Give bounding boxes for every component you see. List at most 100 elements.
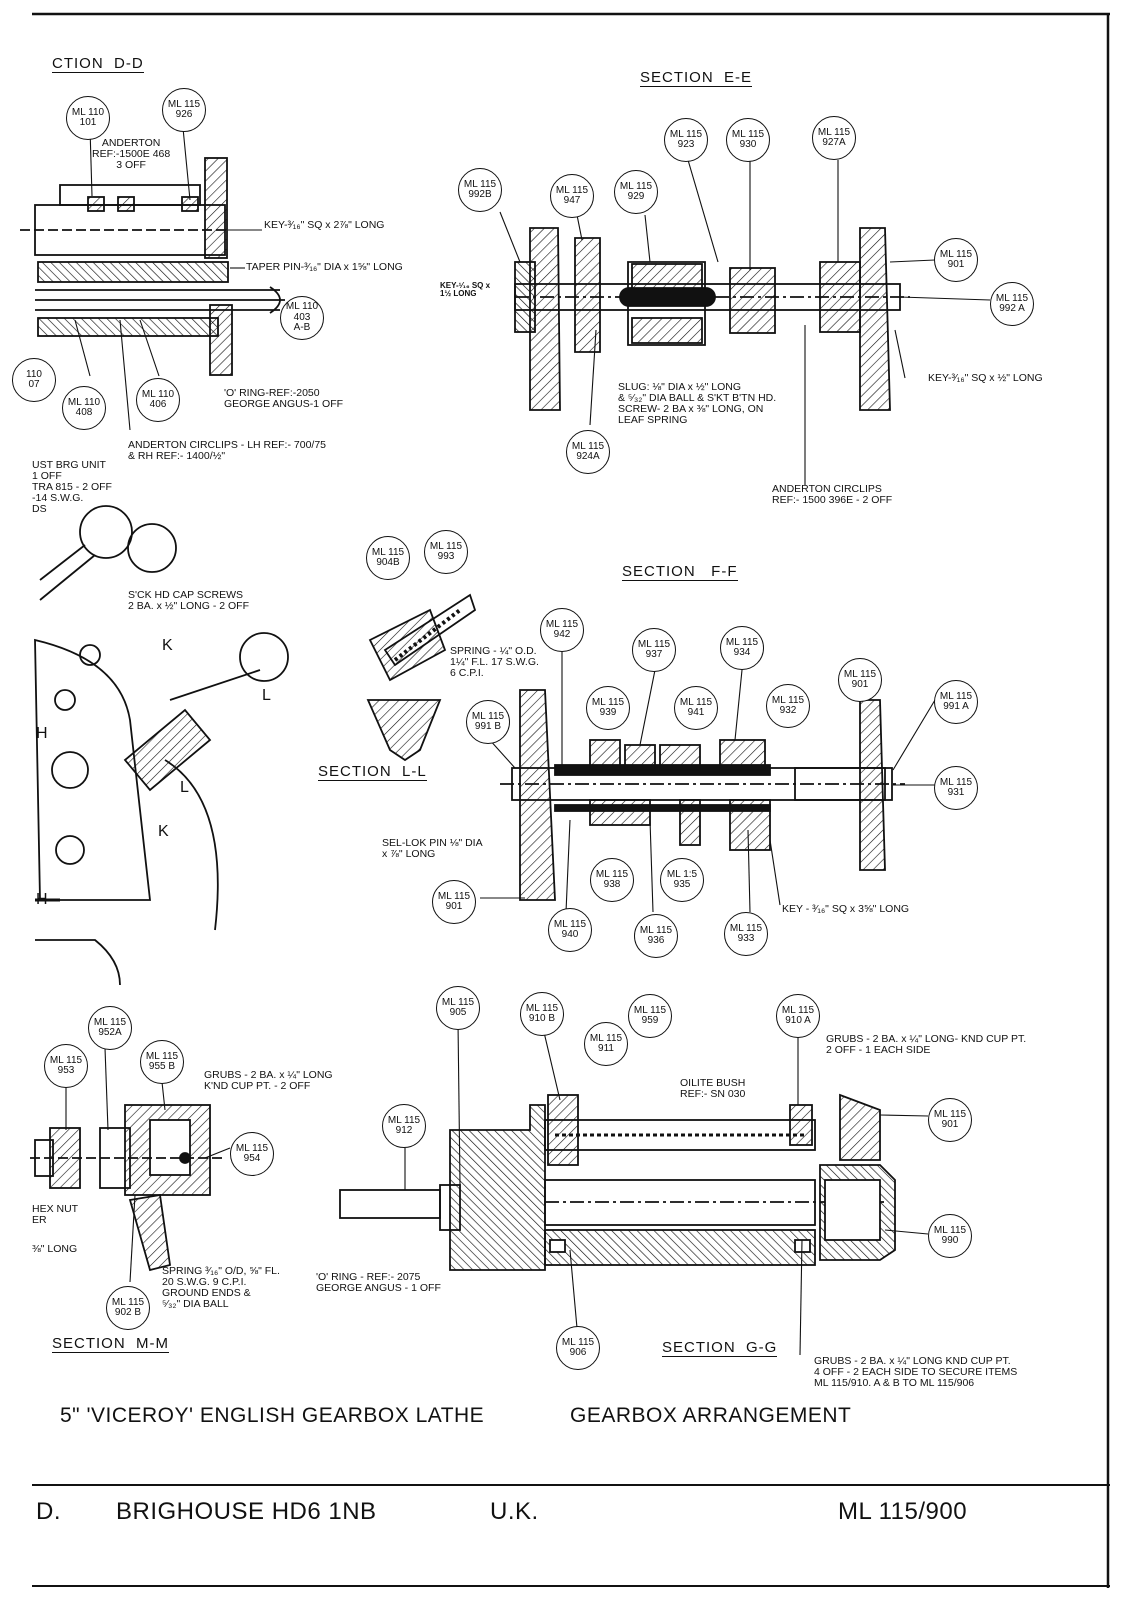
- balloon-line: ML 115: [619, 180, 653, 192]
- section-e-e-drawing: [514, 227, 910, 411]
- note-grubs-m: GRUBS - 2 BA. x ¼" LONG K'ND CUP PT. - 2…: [204, 1069, 333, 1093]
- balloon-line: ML 115: [637, 638, 671, 650]
- note-o-ring-g: 'O' RING - REF:- 2075 GEORGE ANGUS - 1 O…: [316, 1271, 441, 1295]
- balloon-line: ML 110: [141, 388, 175, 400]
- section-d-d-title: CTION D-D: [52, 55, 144, 73]
- lever-assembly-drawing: [34, 505, 289, 986]
- balloon-line: ML 110: [67, 396, 101, 408]
- balloon-line: 912: [395, 1125, 413, 1136]
- section-e-e-title: SECTION E-E: [640, 69, 753, 87]
- balloon-line: 906: [569, 1347, 587, 1358]
- balloon-line: 954: [243, 1153, 261, 1164]
- balloon-line: 406: [149, 399, 167, 410]
- footer-address: BRIGHOUSE HD6 1NB: [116, 1498, 377, 1525]
- footer-drawing-number: ML 115/900: [838, 1498, 968, 1525]
- balloon-line: 955 B: [148, 1061, 176, 1072]
- balloon-line: ML 115: [145, 1050, 179, 1062]
- balloon-line: ML 1:5: [666, 868, 698, 880]
- leader-lines: [65, 127, 991, 1356]
- arrangement-title: GEARBOX ARRANGEMENT: [570, 1404, 852, 1427]
- section-g-g-title: SECTION G-G: [662, 1339, 778, 1357]
- section-m-m-drawing: [30, 1104, 225, 1272]
- balloon-line: ML 115: [595, 868, 629, 880]
- balloon-line: ML 115: [591, 696, 625, 708]
- balloon-line: 934: [733, 647, 751, 658]
- note-anderton-circlips-e: ANDERTON CIRCLIPS REF:- 1500 396E - 2 OF…: [772, 483, 893, 507]
- balloon-line: 904B: [376, 557, 400, 568]
- balloon-line: ML 115: [555, 184, 589, 196]
- balloon-line: ML 115: [167, 98, 201, 110]
- balloon-line: ML 115: [669, 128, 703, 140]
- balloon-line: 902 B: [114, 1307, 142, 1318]
- marker-h-lower: H: [36, 891, 48, 908]
- marker-k-upper: K: [162, 637, 173, 654]
- section-g-g-drawing: [339, 1093, 896, 1271]
- balloon-line: ML 115: [995, 292, 1029, 304]
- balloon-line: 927A: [822, 137, 846, 148]
- balloon-line: ML 115: [729, 922, 763, 934]
- balloon-line: 952A: [98, 1027, 122, 1038]
- balloon-line: 941: [687, 707, 705, 718]
- balloon-line: 959: [641, 1015, 659, 1026]
- balloon-line: 403: [293, 311, 311, 323]
- footer-prefix: D.: [36, 1498, 61, 1525]
- balloon-line: 930: [739, 139, 757, 150]
- balloon-line: 910 B: [528, 1013, 556, 1024]
- note-skt-cap-screws: S'CK HD CAP SCREWS 2 BA. x ½" LONG - 2 O…: [128, 589, 250, 613]
- balloon-line: ML 115: [387, 1114, 421, 1126]
- balloon-line: 110: [26, 368, 42, 380]
- note-spring-m: SPRING ³⁄₁₆" O/D, ⅝" FL. 20 S.W.G. 9 C.P…: [162, 1265, 280, 1311]
- balloon-line: ML 115: [441, 996, 475, 1008]
- balloon-line: 07: [28, 379, 40, 390]
- note-key-e-left: KEY-¹⁄₁₆ SQ x 1½ LONG: [440, 281, 491, 299]
- balloon-line: ML 115: [939, 248, 973, 260]
- balloon-line: 939: [599, 707, 617, 718]
- balloon-line: 993: [437, 551, 455, 562]
- balloon-line: 101: [79, 117, 97, 128]
- balloon-line: 935: [673, 879, 691, 890]
- balloon-line: ML 115: [525, 1002, 559, 1014]
- balloon-line: ML 115: [471, 710, 505, 722]
- balloon-line: ML 115: [939, 776, 973, 788]
- balloon-line: ML 115: [817, 126, 851, 138]
- note-key-d: KEY-³⁄₁₆" SQ x 2⅞" LONG: [264, 219, 385, 231]
- note-hex-nut: HEX NUT ER: [32, 1203, 79, 1227]
- balloon-line: ML 115: [725, 636, 759, 648]
- balloon-line: 947: [563, 195, 581, 206]
- note-grubs-g-bottom: GRUBS - 2 BA. x ¼" LONG KND CUP PT. 4 OF…: [814, 1355, 1018, 1390]
- balloon-line: 901: [445, 901, 463, 912]
- note-anderton-ref: ANDERTON REF:-1500E 468 3 OFF: [92, 137, 171, 172]
- balloon-line: ML 115: [781, 1004, 815, 1016]
- balloon-line: 992B: [468, 189, 492, 200]
- balloon-line: ML 115: [771, 694, 805, 706]
- note-sel-lok-pin: SEL-LOK PIN ⅛" DIA x ⅞" LONG: [382, 837, 483, 861]
- balloon-line: ML 115: [933, 1108, 967, 1120]
